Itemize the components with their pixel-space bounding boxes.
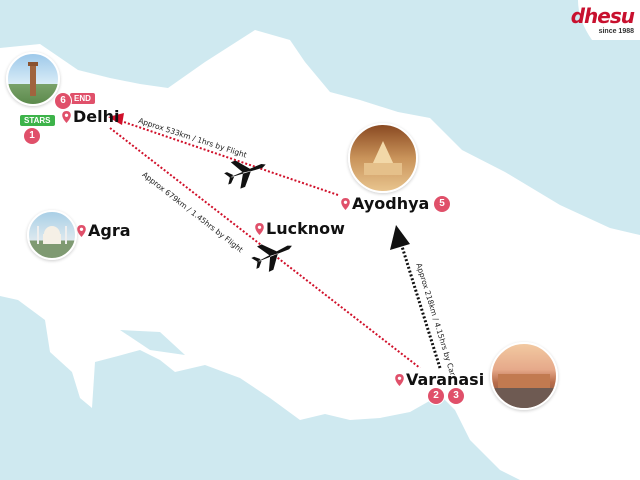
landmass-notch	[120, 330, 185, 355]
city-delhi: Delhi	[62, 107, 120, 126]
route-varanasi-ayodhya-arrowhead	[390, 225, 410, 250]
state-landmass	[0, 30, 640, 480]
agra-photo	[27, 210, 77, 260]
location-pin-icon	[255, 223, 264, 235]
location-pin-icon	[62, 111, 71, 123]
brand-tagline: since 1988	[598, 28, 634, 35]
brand-logo: dhesu since 1988	[571, 0, 640, 40]
city-label-delhi: Delhi	[73, 107, 120, 126]
stop-badge-delhi-1: 1	[24, 128, 40, 144]
airplane-icon	[251, 244, 292, 272]
location-pin-icon	[395, 374, 404, 386]
route-ayodhya-delhi-arrowhead	[108, 113, 124, 125]
brand-name: dhesu	[570, 4, 635, 28]
location-pin-icon	[77, 225, 86, 237]
city-label-agra: Agra	[88, 221, 131, 240]
start-tag: STARS	[20, 115, 55, 126]
city-varanasi: Varanasi	[395, 370, 484, 389]
city-lucknow: Lucknow	[255, 219, 345, 238]
stop-badge-ayodhya-5: 5	[434, 196, 450, 212]
stop-badge-delhi-6: 6	[55, 93, 71, 109]
varanasi-photo	[490, 342, 558, 410]
location-pin-icon	[341, 198, 350, 210]
city-ayodhya: Ayodhya	[341, 194, 429, 213]
stop-badge-varanasi-2: 2	[428, 388, 444, 404]
city-agra: Agra	[77, 221, 131, 240]
ayodhya-photo	[348, 123, 418, 193]
airplane-icon	[224, 160, 266, 189]
city-label-ayodhya: Ayodhya	[352, 194, 430, 213]
stop-badge-varanasi-3: 3	[448, 388, 464, 404]
city-label-varanasi: Varanasi	[406, 370, 485, 389]
delhi-photo	[6, 52, 60, 106]
route-ayodhya-delhi	[117, 119, 339, 196]
city-label-lucknow: Lucknow	[266, 219, 345, 238]
end-tag: END	[70, 93, 95, 104]
